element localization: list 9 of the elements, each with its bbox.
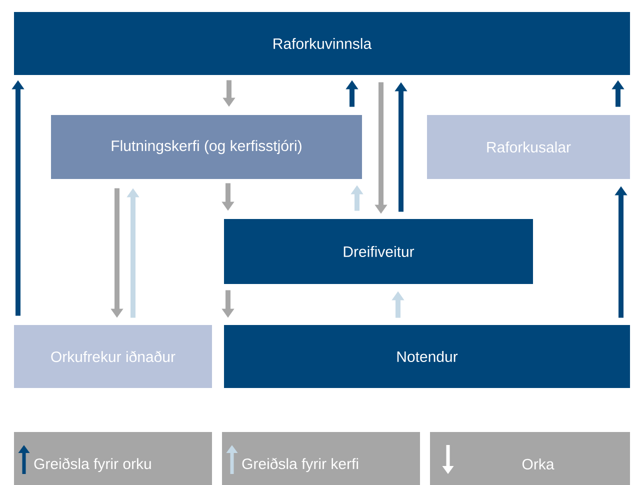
process-box: Raforkuvinnsla [14,12,630,75]
legend-item: Orka [430,432,630,485]
process-box: Flutningskerfi (og kerfisstjóri) [51,115,362,179]
legend-item: Greiðsla fyrir kerfi [222,432,420,485]
process-box: Notendur [224,325,630,388]
process-box: Orkufrekur iðnaður [14,325,212,388]
process-box: Raforkusalar [427,115,630,179]
legend-item: Greiðsla fyrir orku [14,432,212,485]
process-box: Dreifiveitur [224,219,533,284]
